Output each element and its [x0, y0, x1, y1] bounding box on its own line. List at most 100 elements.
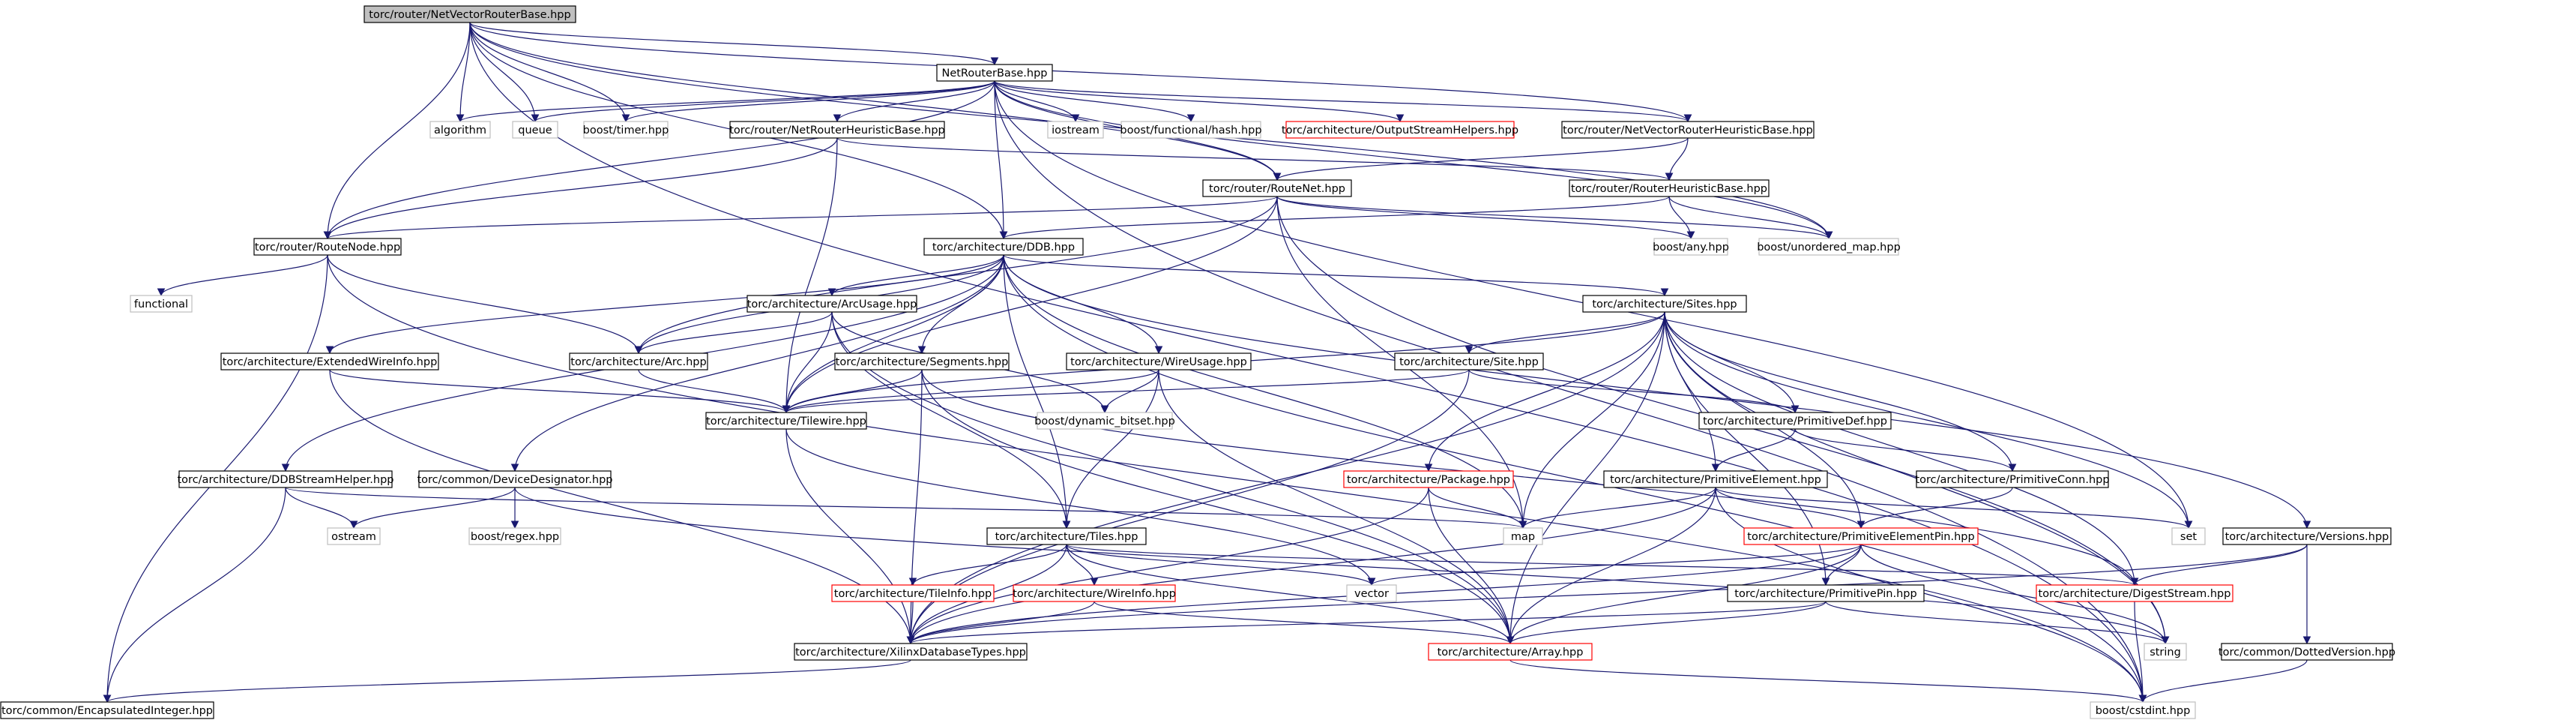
node-sites[interactable]: torc/architecture/Sites.hpp — [1582, 295, 1747, 313]
edge-sites-to-digest — [1664, 311, 2139, 586]
node-primelem[interactable]: torc/architecture/PrimitiveElement.hpp — [1603, 470, 1828, 488]
node-label-string: string — [2150, 646, 2181, 658]
node-extwire[interactable]: torc/architecture/ExtendedWireInfo.hpp — [220, 352, 439, 370]
node-routenet[interactable]: torc/router/RouteNet.hpp — [1202, 179, 1352, 197]
node-wireusage[interactable]: torc/architecture/WireUsage.hpp — [1066, 352, 1252, 370]
node-dotted[interactable]: torc/common/DottedVersion.hpp — [2218, 643, 2395, 661]
node-box-queue — [512, 121, 558, 139]
node-iostream: iostream — [1047, 121, 1104, 139]
node-versions[interactable]: torc/architecture/Versions.hpp — [2222, 527, 2392, 545]
node-site[interactable]: torc/architecture/Site.hpp — [1394, 352, 1544, 370]
node-nrheur[interactable]: torc/router/NetRouterHeuristicBase.hpp — [729, 121, 945, 139]
node-box-encint — [0, 701, 214, 719]
edge-segments-to-xdbtypes — [906, 369, 923, 645]
node-box-primpin — [1727, 584, 1925, 602]
edge-root-to-nvrheur — [469, 22, 1692, 123]
node-box-boostregex — [468, 527, 561, 545]
edge-arcusage-to-tilewire — [782, 311, 833, 414]
edge-tiles-to-wireinfo — [1066, 544, 1099, 586]
node-nvrheur[interactable]: torc/router/NetVectorRouterHeuristicBase… — [1561, 121, 1815, 139]
edge-netrouterbase-to-routenode — [323, 80, 995, 240]
edge-nvrheur-to-rheur — [1665, 137, 1689, 182]
node-primdef[interactable]: torc/architecture/PrimitiveDef.hpp — [1698, 412, 1892, 430]
node-label-digest: torc/architecture/DigestStream.hpp — [2039, 588, 2231, 600]
node-label-ddbstream: torc/architecture/DDBStreamHelper.hpp — [178, 474, 394, 486]
edge-rheur-to-unorderedmap — [1668, 196, 1833, 240]
node-box-netrouterbase — [936, 64, 1053, 82]
node-label-dynbitset: boost/dynamic_bitset.hpp — [1034, 416, 1175, 428]
node-tilewire[interactable]: torc/architecture/Tilewire.hpp — [705, 412, 867, 430]
node-box-primelem — [1603, 470, 1828, 488]
node-box-array — [1428, 643, 1593, 661]
node-segments[interactable]: torc/architecture/Segments.hpp — [834, 352, 1010, 370]
edge-root-to-routenet — [469, 22, 1282, 182]
edge-ddbstream-to-encint — [103, 487, 286, 704]
edge-primdef-to-primelem — [1711, 428, 1796, 472]
node-box-string — [2144, 643, 2187, 661]
node-netrouterbase[interactable]: NetRouterBase.hpp — [936, 64, 1053, 82]
node-box-arc — [569, 352, 708, 370]
edge-dotted-to-cstdint — [2138, 659, 2308, 704]
edge-routenode-to-functional — [157, 254, 328, 297]
node-outhelpers: torc/architecture/OutputStreamHelpers.hp… — [1282, 121, 1518, 139]
node-primpin[interactable]: torc/architecture/PrimitivePin.hpp — [1727, 584, 1925, 602]
edge-tiles-to-digest — [1066, 544, 2138, 586]
nodes-layer: torc/router/NetVectorRouterBase.hppNetRo… — [0, 5, 2395, 719]
node-box-segments — [834, 352, 1010, 370]
node-box-root — [364, 5, 576, 23]
node-label-routenet: torc/router/RouteNet.hpp — [1209, 183, 1345, 195]
edge-root-to-routenode — [323, 22, 471, 240]
node-label-primelem: torc/architecture/PrimitiveElement.hpp — [1610, 474, 1821, 486]
edge-ddbstream-to-map — [285, 487, 1527, 530]
edge-primpin-to-array — [1506, 601, 1827, 645]
edge-netrouterbase-to-unorderedmap — [994, 80, 1833, 240]
node-label-nrheur: torc/router/NetRouterHeuristicBase.hpp — [729, 124, 944, 136]
node-algorithm: algorithm — [429, 121, 491, 139]
node-box-boosthash — [1120, 121, 1261, 139]
node-box-map — [1503, 527, 1543, 545]
node-tiles[interactable]: torc/architecture/Tiles.hpp — [986, 527, 1147, 545]
node-ddbstream[interactable]: torc/architecture/DDBStreamHelper.hpp — [178, 470, 394, 488]
node-box-routenode — [253, 238, 402, 256]
edge-sites-to-primelem — [1664, 311, 1720, 472]
node-label-outhelpers: torc/architecture/OutputStreamHelpers.hp… — [1282, 124, 1518, 136]
node-box-rheur — [1569, 179, 1770, 197]
node-box-cstdint — [2090, 701, 2196, 719]
node-ddb[interactable]: torc/architecture/DDB.hpp — [923, 238, 1084, 256]
node-label-versions: torc/architecture/Versions.hpp — [2225, 531, 2389, 543]
edge-wireusage-to-array — [1158, 369, 1515, 645]
node-label-algorithm: algorithm — [434, 124, 486, 136]
node-xdbtypes[interactable]: torc/architecture/XilinxDatabaseTypes.hp… — [794, 643, 1028, 661]
node-unorderedmap: boost/unordered_map.hpp — [1757, 238, 1901, 256]
edge-tilewire-to-xdbtypes — [785, 428, 915, 645]
node-encint[interactable]: torc/common/EncapsulatedInteger.hpp — [0, 701, 214, 719]
node-label-functional: functional — [134, 298, 188, 310]
edge-wireusage-to-tiles — [1062, 369, 1159, 530]
node-label-array: torc/architecture/Array.hpp — [1438, 646, 1584, 658]
node-functional: functional — [130, 295, 193, 313]
node-ostream: ostream — [327, 527, 381, 545]
node-label-wireinfo: torc/architecture/WireInfo.hpp — [1013, 588, 1176, 600]
node-box-package — [1343, 470, 1514, 488]
edge-nrheur-to-routenode — [323, 137, 838, 240]
edge-wireusage-to-tilewire — [782, 369, 1159, 414]
edge-netrouterbase-to-nrheur — [833, 80, 995, 123]
edge-netrouterbase-to-boosthash — [994, 80, 1195, 123]
node-devdes[interactable]: torc/common/DeviceDesignator.hpp — [417, 470, 613, 488]
node-primconn[interactable]: torc/architecture/PrimitiveConn.hpp — [1915, 470, 2110, 488]
edge-routenet-to-unorderedmap — [1276, 196, 1833, 240]
edge-primelem-to-xdbtypes — [906, 487, 1716, 645]
node-arcusage[interactable]: torc/architecture/ArcUsage.hpp — [746, 295, 917, 313]
node-arc[interactable]: torc/architecture/Arc.hpp — [569, 352, 708, 370]
node-boostregex: boost/regex.hpp — [468, 527, 561, 545]
node-routenode[interactable]: torc/router/RouteNode.hpp — [253, 238, 402, 256]
edge-arcusage-to-arc — [634, 311, 833, 355]
edge-netrouterbase-to-outhelpers — [994, 80, 1405, 123]
node-box-nvrheur — [1561, 121, 1815, 139]
edge-sites-to-map — [1518, 311, 1665, 530]
node-label-dotted: torc/common/DottedVersion.hpp — [2218, 646, 2395, 658]
node-label-arc: torc/architecture/Arc.hpp — [570, 356, 706, 368]
node-root[interactable]: torc/router/NetVectorRouterBase.hpp — [364, 5, 576, 23]
node-rheur[interactable]: torc/router/RouterHeuristicBase.hpp — [1569, 179, 1770, 197]
edge-site-to-xdbtypes — [906, 369, 1470, 645]
